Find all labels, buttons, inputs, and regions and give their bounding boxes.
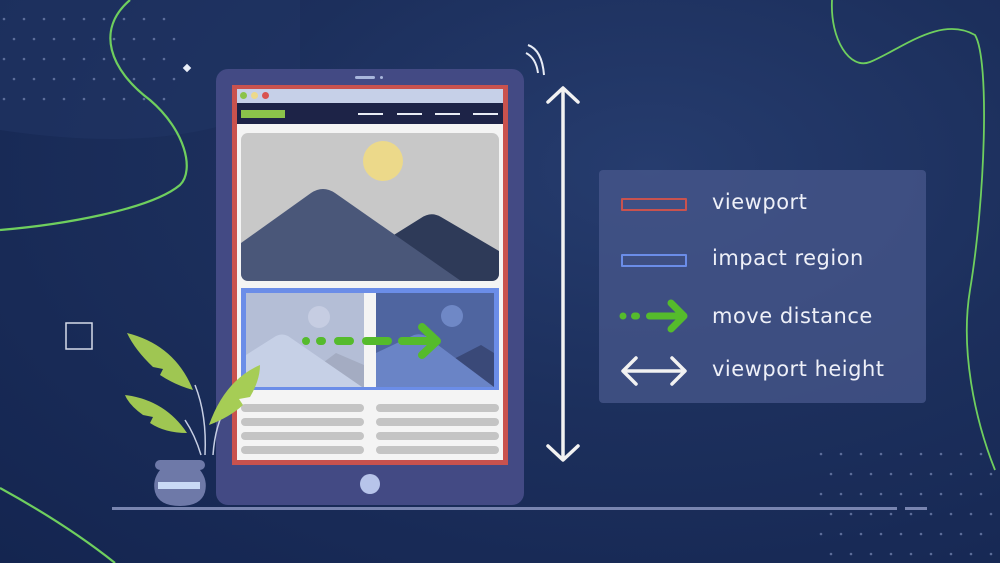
legend-item-impact-region: impact region xyxy=(599,240,926,280)
legend-label: viewport xyxy=(712,190,808,214)
potted-plant xyxy=(125,333,260,506)
move-distance-arrow xyxy=(302,323,441,359)
green-curve-left xyxy=(0,0,188,232)
legend-item-viewport-height: viewport height xyxy=(599,351,926,391)
leaf-right xyxy=(209,365,260,425)
image-after-move xyxy=(376,293,494,387)
green-curve-bottom-left xyxy=(0,487,116,563)
window-dot-green[interactable] xyxy=(240,92,247,99)
legend-label: impact region xyxy=(712,246,864,270)
text-lines-left xyxy=(241,404,364,454)
green-dotted-arrow-icon xyxy=(619,299,688,333)
tablet-camera xyxy=(380,76,383,79)
site-logo[interactable] xyxy=(241,110,285,118)
text-lines-right xyxy=(376,404,499,454)
nav-link-1[interactable] xyxy=(358,113,383,115)
double-headed-arrow-icon xyxy=(621,356,687,386)
hero-image xyxy=(241,133,499,281)
viewport-height-arrow xyxy=(546,86,580,462)
nav-link-2[interactable] xyxy=(397,113,422,115)
red-rectangle-icon xyxy=(621,198,687,211)
signal-icon xyxy=(525,44,545,76)
window-dot-red[interactable] xyxy=(262,92,269,99)
nav-link-4[interactable] xyxy=(473,113,498,115)
legend-panel: viewport impact region move distance vie… xyxy=(599,170,926,403)
tablet-home-button[interactable] xyxy=(360,474,380,494)
green-curve-right xyxy=(831,0,996,471)
legend-label: viewport height xyxy=(712,357,885,381)
leaf-top-left xyxy=(127,333,193,390)
leaf-bottom-left xyxy=(125,395,187,433)
legend-label: move distance xyxy=(712,304,873,328)
blue-rectangle-icon xyxy=(621,254,687,267)
sun-icon xyxy=(363,141,403,181)
legend-item-viewport: viewport xyxy=(599,184,926,224)
legend-item-move-distance: move distance xyxy=(599,296,926,336)
browser-titlebar xyxy=(237,89,503,103)
window-dot-yellow[interactable] xyxy=(251,92,258,99)
nav-link-3[interactable] xyxy=(435,113,460,115)
tablet-speaker xyxy=(355,76,375,79)
